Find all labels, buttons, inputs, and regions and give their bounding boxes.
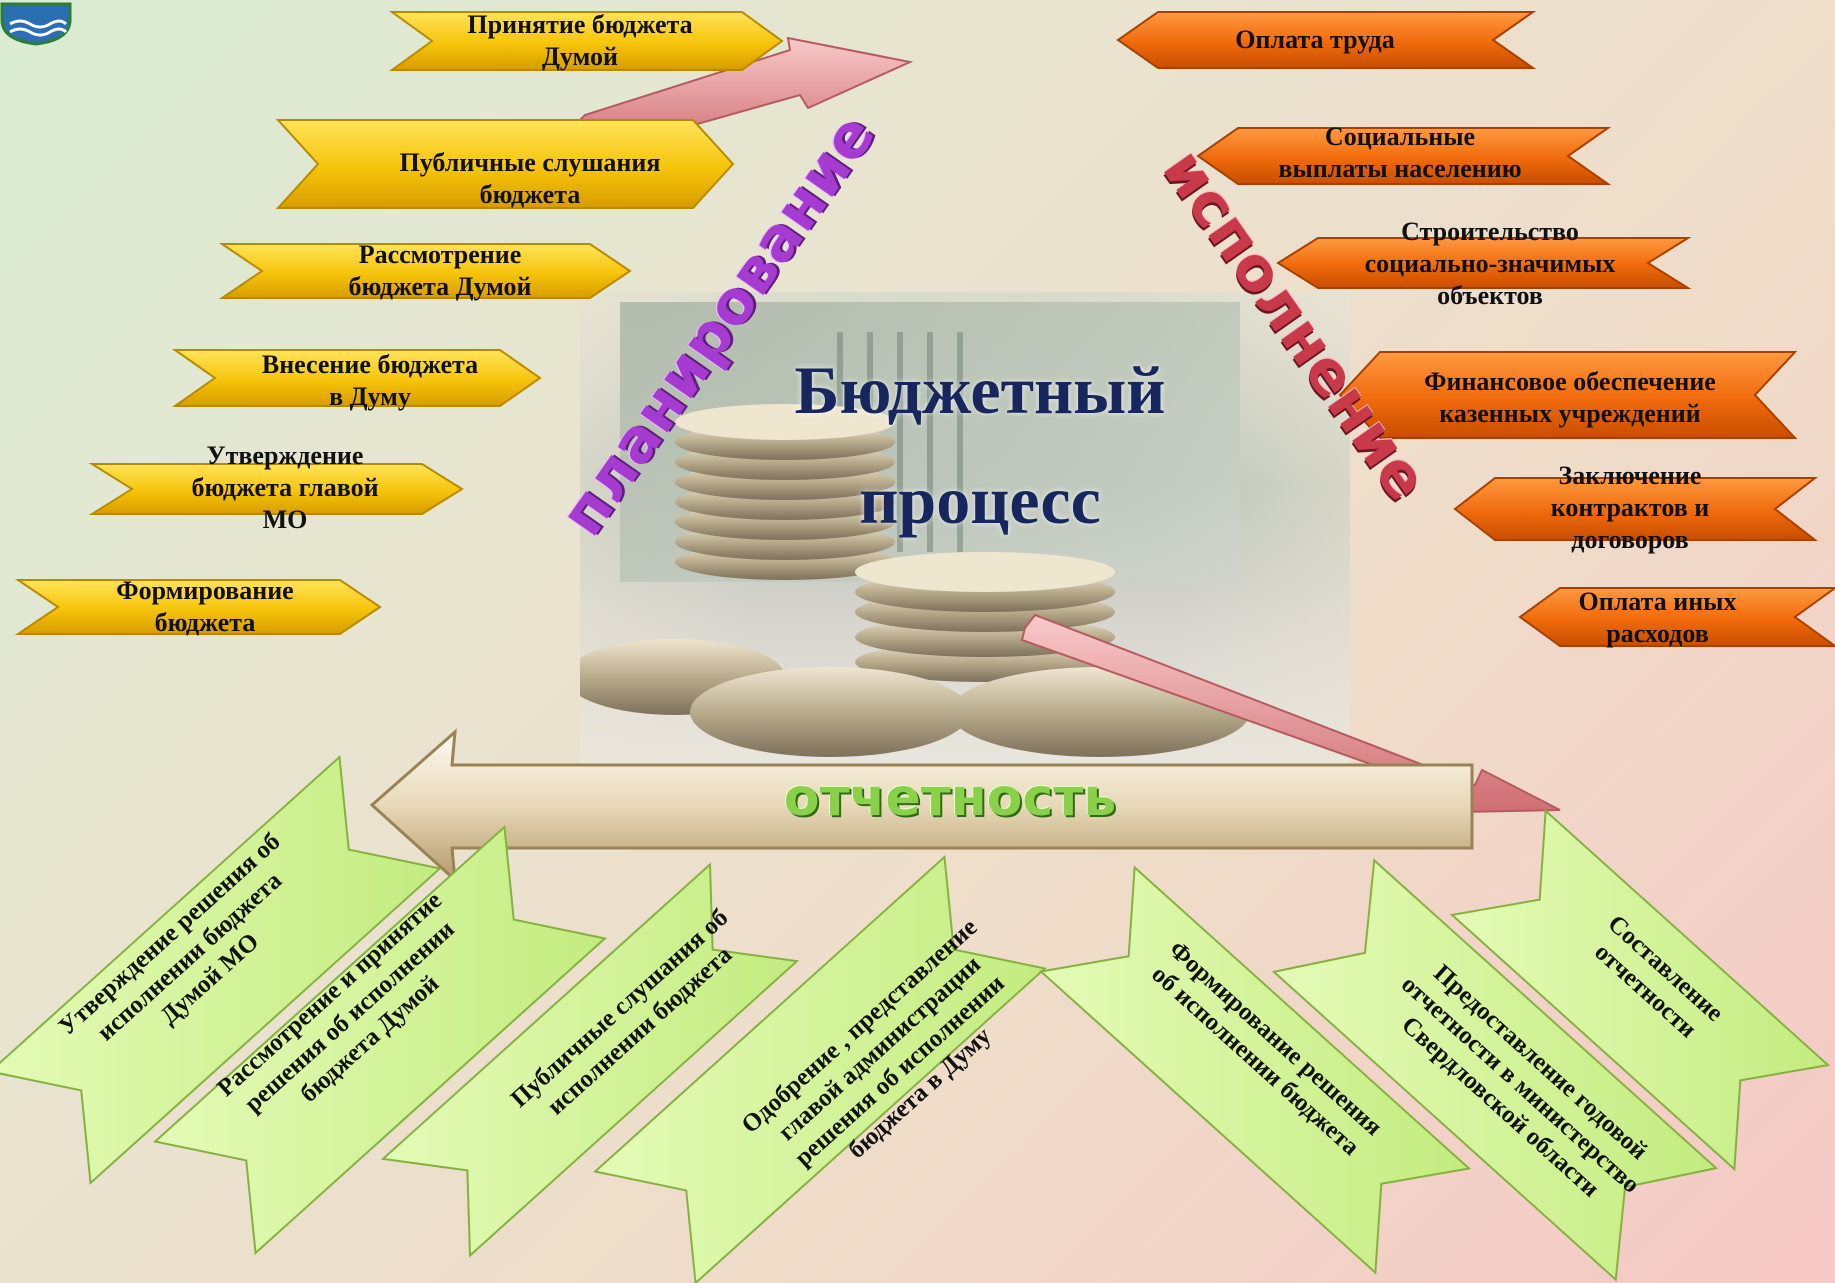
execution-item-2-label: Социальные выплаты населению — [1278, 122, 1522, 183]
reporting-step-5-box — [1038, 865, 1472, 1275]
execution-item-6-label: Оплата иных расходов — [1578, 587, 1737, 648]
planning-step-1-box — [388, 11, 784, 71]
coins-photo — [565, 292, 1350, 770]
reporting-step-1-box — [0, 754, 442, 1186]
reporting-step-4-box — [593, 854, 1047, 1283]
execution-item-4-box — [1338, 351, 1798, 439]
planning-step-2-label: Публичные слушания бюджета — [399, 148, 661, 209]
planning-step-4-label: Внесение бюджета в Думу — [261, 350, 479, 411]
municipal-emblem-icon — [0, 2, 72, 46]
planning-step-2-box — [275, 119, 735, 209]
execution-flow-arrow — [1020, 613, 1561, 814]
execution-item-3-label: Строительство социально-значимых объекто… — [1364, 217, 1616, 310]
reporting-label: отчетность — [783, 768, 1117, 828]
planning-step-6-box — [14, 579, 382, 635]
planning-step-5-box — [88, 463, 464, 515]
planning-step-5-label: Утверждение бюджета главой МО — [191, 441, 379, 534]
execution-item-1-label: Оплата труда — [1235, 25, 1395, 54]
execution-item-4-label: Финансовое обеспечение казенных учрежден… — [1424, 367, 1716, 428]
execution-item-5-box — [1453, 477, 1818, 541]
execution-item-6-box — [1518, 587, 1835, 647]
diagram-title: Бюджетный процесс — [700, 335, 1260, 555]
reporting-step-6-box — [1271, 858, 1719, 1282]
execution-item-1-box — [1116, 11, 1537, 69]
planning-step-3-box — [218, 243, 632, 299]
title-line-1: Бюджетный — [794, 352, 1166, 428]
planning-step-1-label: Принятие бюджета Думой — [467, 10, 693, 71]
reporting-step-2-box — [153, 824, 607, 1256]
reporting-step-7-box — [1449, 808, 1831, 1172]
reporting-step-3-box — [380, 862, 800, 1258]
execution-item-2-box — [1196, 127, 1612, 185]
execution-item-3-box — [1276, 237, 1692, 289]
execution-item-5-label: Заключение контрактов и договоров — [1550, 461, 1710, 554]
title-line-2: процесс — [859, 462, 1101, 538]
planning-step-4-box — [171, 349, 542, 407]
planning-step-6-label: Формирование бюджета — [116, 576, 294, 637]
planning-step-3-label: Рассмотрение бюджета Думой — [348, 240, 532, 301]
